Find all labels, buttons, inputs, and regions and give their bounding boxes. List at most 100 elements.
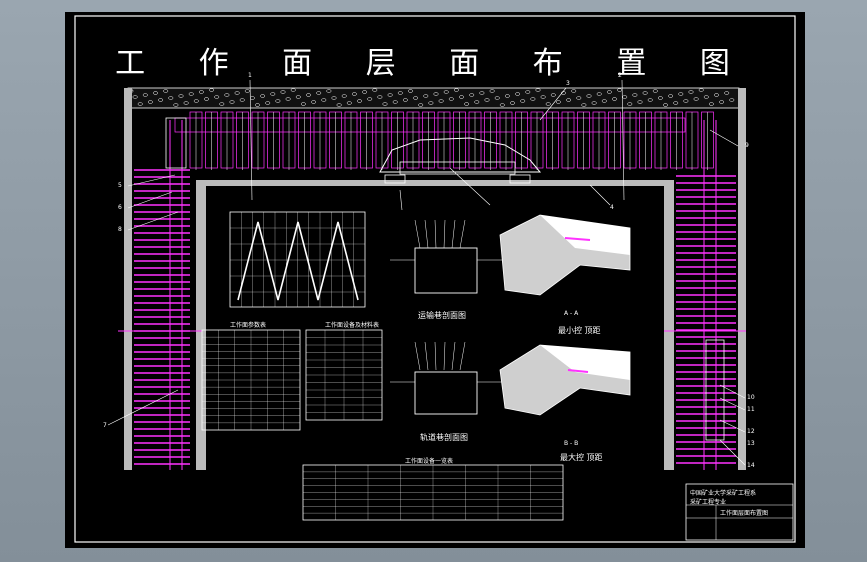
- section-b-label: B - B: [564, 440, 579, 447]
- rubble-stone: [663, 103, 668, 107]
- section-ray: [434, 341, 437, 371]
- rubble-stone: [300, 102, 306, 106]
- rubble-stone: [255, 103, 260, 107]
- rubble-stone: [331, 96, 337, 100]
- rubble-stone: [550, 93, 556, 97]
- rubble-stone: [229, 100, 235, 104]
- rubble-stone: [642, 91, 648, 95]
- rubble-stone: [617, 88, 623, 92]
- rubble-stone: [193, 99, 199, 103]
- rubble-stone: [153, 91, 158, 95]
- rubble-stone: [678, 92, 684, 96]
- rubble-stone: [209, 88, 215, 92]
- rubble-stone: [581, 103, 587, 107]
- callout-8: 8: [118, 226, 122, 233]
- rubble-stone: [137, 102, 143, 106]
- rubble-stone: [693, 97, 699, 101]
- rubble-stone: [336, 103, 342, 107]
- bottom-table-title: 工作面设备一览表: [405, 458, 454, 465]
- drawing-title: 工 作 面 层 面 布 置 图: [115, 46, 752, 81]
- rubble-stone: [280, 90, 286, 94]
- rubble-stone: [372, 88, 378, 92]
- rubble-stone: [402, 98, 408, 102]
- rubble-stone: [489, 89, 495, 93]
- rubble-stone: [714, 93, 719, 97]
- return-section-label: 轨道巷剖面图: [420, 433, 468, 442]
- rubble-stone: [469, 93, 475, 97]
- rubble-stone: [627, 102, 633, 106]
- rubble-stone: [433, 92, 439, 96]
- rubble-stone: [311, 100, 317, 104]
- rubble-stone: [244, 89, 250, 93]
- rubble-stone: [499, 103, 505, 107]
- section-ray: [459, 341, 466, 371]
- rubble-stone: [719, 100, 725, 104]
- rubble-stone: [688, 90, 694, 94]
- rubble-stone: [525, 90, 531, 94]
- section-ray: [443, 219, 446, 249]
- rubble-stone: [413, 96, 419, 100]
- transport-section: [414, 247, 478, 294]
- rubble-stone: [520, 99, 526, 103]
- rubble-stone: [515, 92, 521, 96]
- rubble-stone: [453, 88, 459, 92]
- rubble-stone: [612, 97, 617, 101]
- rubble-stone: [219, 102, 225, 106]
- rubble-stone: [362, 90, 368, 94]
- section-ray: [443, 341, 446, 371]
- rubble-stone: [198, 90, 204, 94]
- rubble-stone: [290, 88, 296, 92]
- param-table-title: 工作面参数表: [230, 322, 267, 329]
- rubble-stone: [224, 93, 230, 97]
- equip-table-title: 工作面设备及材料表: [325, 322, 380, 329]
- rubble-stone: [729, 98, 735, 102]
- callout-5: 5: [118, 182, 122, 189]
- rubble-stone: [530, 97, 536, 101]
- max-control-canopy: [540, 345, 630, 380]
- rubble-stone: [708, 102, 714, 106]
- rubble-stone: [555, 100, 561, 104]
- rubble-stone: [474, 100, 480, 104]
- rubble-stone: [158, 98, 164, 102]
- conveyor-segment-1: [384, 174, 406, 184]
- right-inner-wall: [664, 180, 674, 470]
- rubble-stone: [173, 103, 179, 107]
- rubble-pattern: [127, 88, 735, 107]
- support-canopy-line: [174, 117, 686, 133]
- title-block: [685, 483, 794, 541]
- equip-table-grid: [306, 330, 382, 420]
- callout-13: 13: [747, 440, 755, 447]
- rubble-stone: [428, 101, 434, 105]
- rubble-stone: [260, 94, 266, 98]
- rubble-stone: [438, 99, 444, 103]
- rubble-stone: [142, 93, 148, 97]
- rubble-stone: [545, 102, 551, 106]
- conveyor-segment-2: [509, 174, 531, 184]
- section-ray: [414, 341, 421, 371]
- rubble-stone: [668, 94, 674, 98]
- rubble-stone: [239, 98, 245, 102]
- rubble-stone: [632, 93, 638, 97]
- support-legs: [195, 112, 708, 170]
- right-outer-wall: [738, 88, 746, 470]
- rubble-stone: [326, 89, 332, 93]
- left-inner-wall: [196, 180, 206, 470]
- rubble-stone: [673, 101, 679, 105]
- rubble-stone: [535, 88, 541, 92]
- equipment-list-grid: [303, 465, 563, 520]
- rubble-stone: [214, 95, 220, 99]
- rubble-stone: [367, 97, 373, 101]
- top-inner-wall: [196, 180, 674, 186]
- rubble-stone: [316, 91, 322, 95]
- transport-section-rays: [390, 219, 505, 261]
- rubble-stone: [510, 101, 515, 105]
- rubble-stone: [275, 99, 281, 103]
- rubble-stone: [183, 101, 189, 105]
- title-block-school: 中国矿业大学采矿工程系: [690, 490, 757, 497]
- right-belt-unit: [705, 339, 725, 441]
- callout-14: 14: [747, 462, 755, 469]
- return-section-rays: [390, 341, 505, 383]
- rubble-stone: [443, 90, 449, 94]
- rubble-stone: [178, 94, 184, 98]
- min-control-mark: [564, 237, 591, 241]
